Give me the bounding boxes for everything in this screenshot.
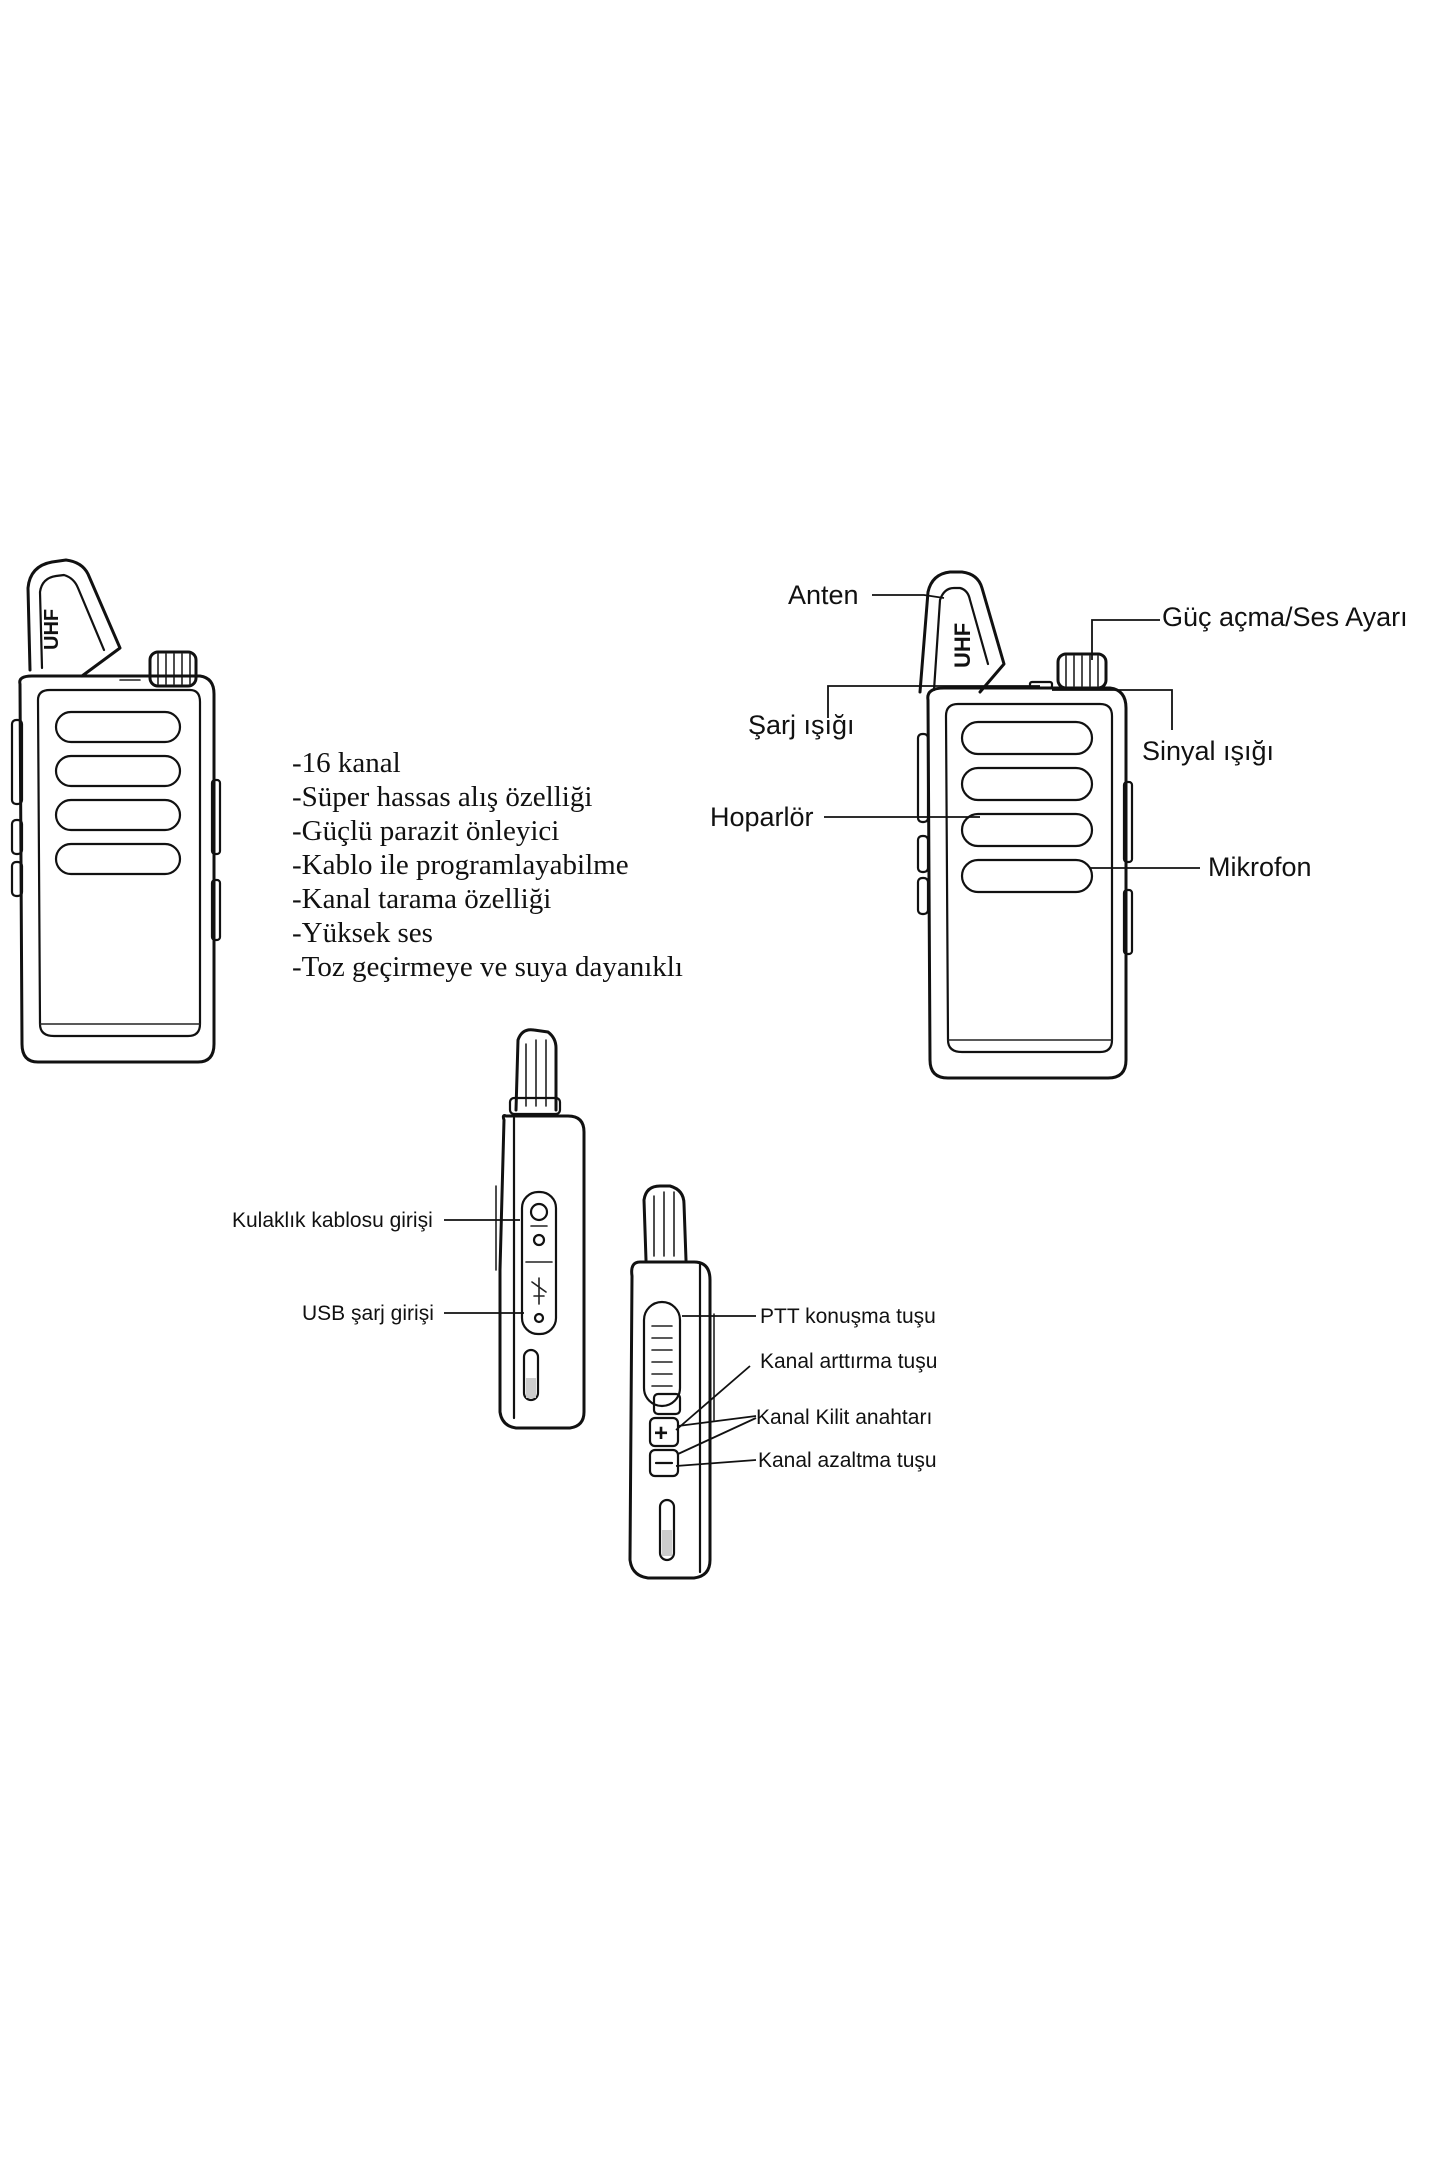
plus-icon: + (654, 1420, 668, 1447)
label-anten: Anten (788, 580, 859, 610)
front-labels: Anten Güç açma/Ses Ayarı Şarj ışığı Siny… (710, 580, 1408, 882)
uhf-marking: UHF (950, 623, 975, 668)
label-power-volume: Güç açma/Ses Ayarı (1162, 602, 1408, 632)
radio-side-controls: + (628, 1184, 715, 1580)
radio-front-right: UHF (916, 570, 1134, 1080)
feature-item: -Toz geçirmeye ve suya dayanıklı (292, 951, 683, 983)
label-channel-up: Kanal arttırma tuşu (760, 1350, 937, 1373)
feature-item: -Kanal tarama özelliği (292, 883, 551, 915)
feature-item: -16 kanal (292, 747, 401, 779)
label-speaker: Hoparlör (710, 802, 814, 832)
uhf-marking: UHF (41, 609, 63, 650)
radio-side-ports (495, 1028, 586, 1430)
label-ptt: PTT konuşma tuşu (760, 1305, 936, 1328)
feature-item: -Güçlü parazit önleyici (292, 815, 559, 847)
front-leader-lines (824, 594, 1200, 869)
feature-list: -16 kanal -Süper hassas alış özelliği -G… (292, 747, 683, 983)
port-labels: Kulaklık kablosu girişi USB şarj girişi (232, 1209, 434, 1325)
label-earphone-port: Kulaklık kablosu girişi (232, 1209, 433, 1232)
control-labels: PTT konuşma tuşu Kanal arttırma tuşu Kan… (756, 1305, 937, 1472)
label-signal-light: Sinyal ışığı (1142, 736, 1274, 766)
control-leader-lines (675, 1315, 757, 1467)
radio-front-left: UHF (10, 558, 222, 1064)
label-usb-port: USB şarj girişi (302, 1302, 434, 1325)
label-channel-down: Kanal azaltma tuşu (758, 1449, 937, 1472)
label-charge-light: Şarj ışığı (748, 710, 855, 740)
feature-item: -Yüksek ses (292, 917, 433, 949)
port-leader-lines (444, 1219, 524, 1314)
feature-item: -Süper hassas alış özelliği (292, 781, 592, 813)
label-channel-lock: Kanal Kilit anahtarı (756, 1406, 932, 1429)
label-mic: Mikrofon (1208, 852, 1312, 882)
feature-item: -Kablo ile programlayabilme (292, 849, 629, 881)
